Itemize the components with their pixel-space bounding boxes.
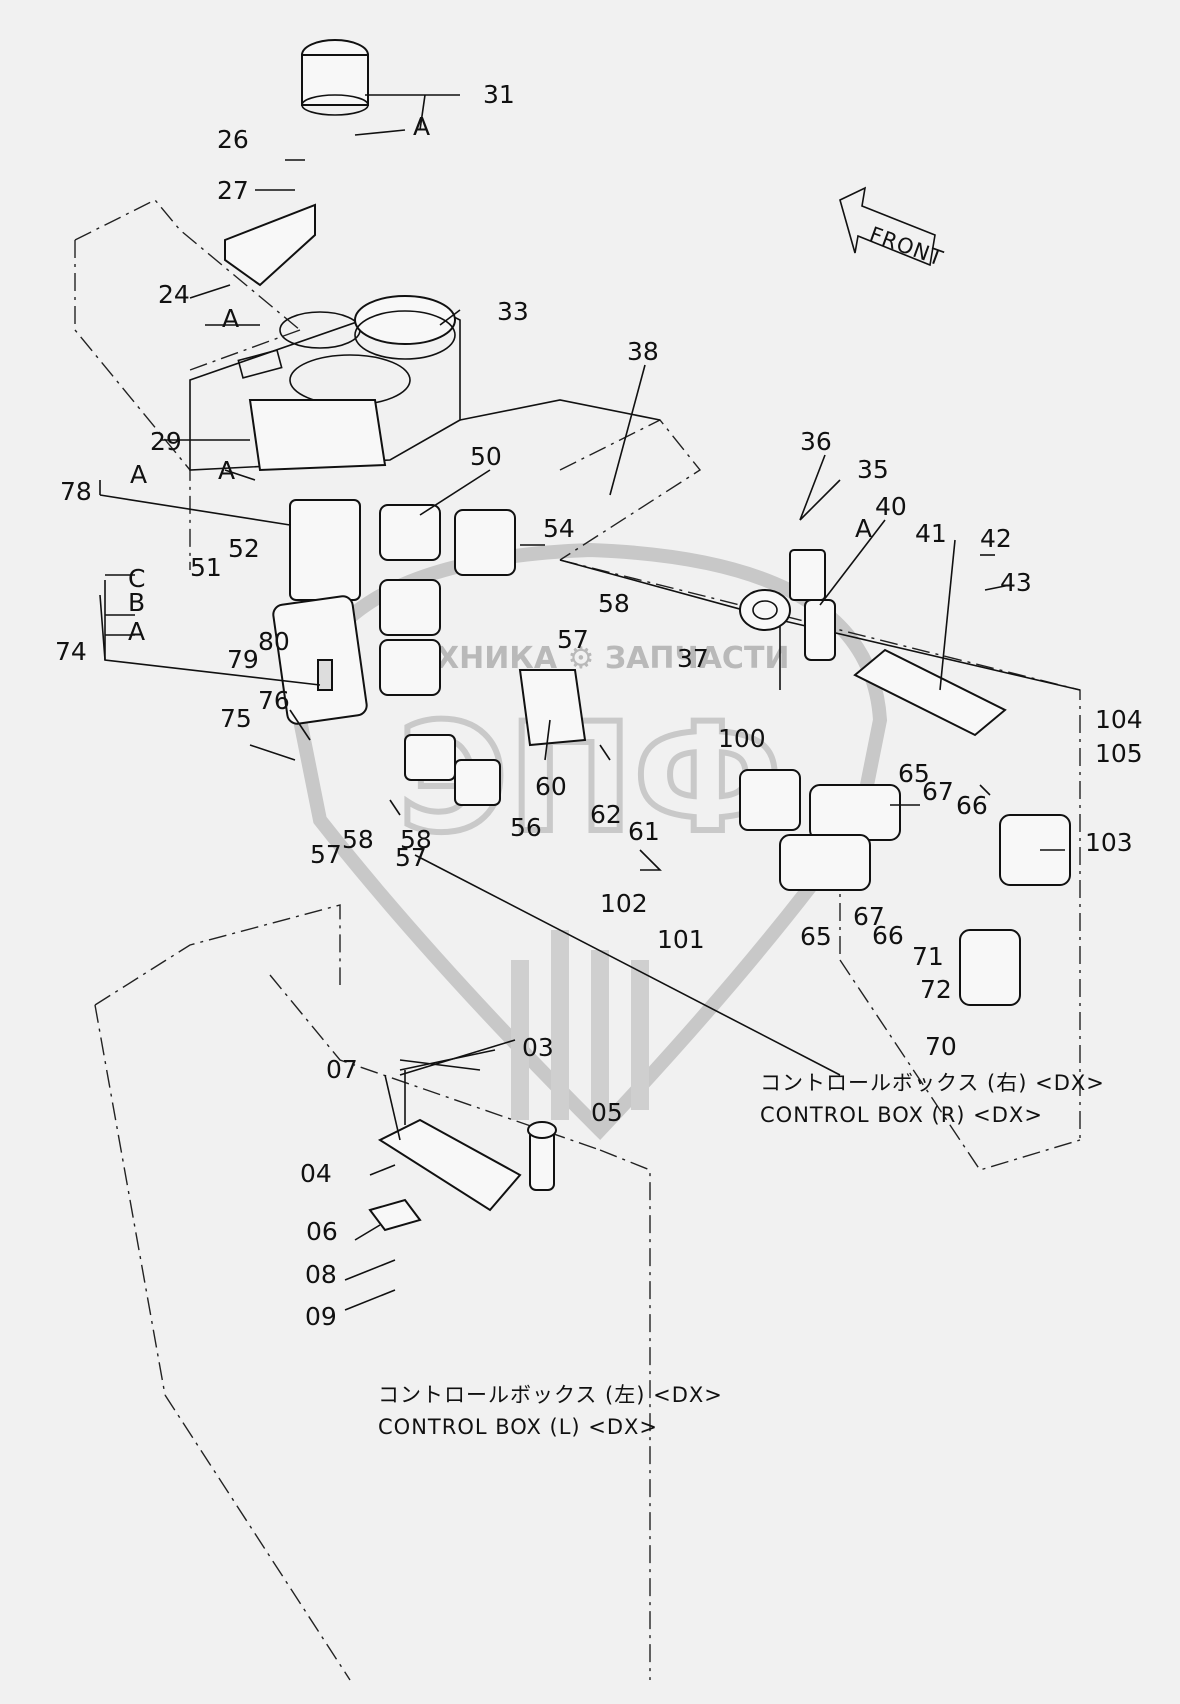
part-number-label: 61 [628,817,660,846]
part-number-label: 29 [150,427,182,456]
part-number-label: 56 [510,813,542,842]
part-number-label: 67 [853,902,885,931]
part-number-label: B [128,588,145,617]
part-60-bracket [518,669,587,747]
part-70-module [959,929,1021,1006]
part-number-label: 09 [305,1302,337,1331]
part-65-relays [779,784,901,891]
part-number-label: 50 [470,442,502,471]
part-number-label: 101 [657,925,705,954]
part-number-label: 33 [497,297,529,326]
leader-lines [99,94,1065,1311]
part-number-label: 42 [980,524,1012,553]
part-number-label: 26 [217,125,249,154]
part-number-label: 66 [956,791,988,820]
part-74-box [272,595,368,725]
part-number-label: 05 [591,1098,623,1127]
part-number-label: 100 [718,724,766,753]
part-33-cap [354,295,456,360]
part-number-label: A [855,514,872,543]
caption-left-jp: コントロールボックス (左) <DX> [378,1383,723,1407]
part-number-label: A [128,617,145,646]
part-number-label: 62 [590,800,622,829]
part-number-label: 58 [400,825,432,854]
part-number-label: A [130,460,147,489]
part-31-gauge [301,39,369,116]
part-number-label: A [222,304,239,333]
part-number-label: 57 [557,625,589,654]
part-number-label: 67 [922,777,954,806]
part-number-label: 54 [543,514,575,543]
part-number-label: 72 [920,975,952,1004]
part-56-relay [404,734,501,806]
part-40-key-switch [789,549,836,661]
part-number-label: 70 [925,1032,957,1061]
part-number-label: 51 [190,553,222,582]
part-number-label: 24 [158,280,190,309]
caption-right-jp: コントロールボックス (右) <DX> [760,1071,1105,1095]
part-number-label: 102 [600,889,648,918]
part-number-label: 103 [1085,828,1133,857]
part-number-label: 52 [228,534,260,563]
part-24-switch-panel [224,203,316,287]
part-05-pin [527,1121,557,1191]
part-number-label: 06 [306,1217,338,1246]
part-number-label: 36 [800,427,832,456]
part-number-label: 38 [627,337,659,366]
front-arrow: FRONT [839,186,947,271]
part-29-display-unit [248,399,387,472]
part-number-label: 04 [300,1159,332,1188]
caption-right-en: CONTROL BOX (R) <DX> [760,1103,1043,1127]
watermark-text: ТЕХНИКА ⚙ ЗАПЧАСТИ [395,641,790,676]
part-number-label: 60 [535,772,567,801]
part-37-grommet [739,589,791,631]
part-number-label: 79 [227,645,259,674]
part-103-module [999,814,1071,886]
part-number-label: 76 [258,686,290,715]
part-number-label: 08 [305,1260,337,1289]
part-number-label: 57 [395,843,427,872]
part-number-label: 65 [800,922,832,951]
part-number-label: 78 [60,477,92,506]
part-number-label: 71 [912,942,944,971]
part-number-label: 43 [1000,568,1032,597]
part-number-label: 58 [342,825,374,854]
part-number-label: 80 [258,627,290,656]
control-box-left-outline [94,904,651,1681]
part-06-nut-plate [368,1198,422,1232]
part-number-label: C [128,564,145,593]
part-number-label: 57 [310,840,342,869]
part-number-label: 105 [1095,739,1143,768]
part-number-label: 27 [217,176,249,205]
part-number-label: 66 [872,921,904,950]
part-number-label: 07 [326,1055,358,1084]
part-number-label: 40 [875,492,907,521]
part-number-label: 65 [898,759,930,788]
front-label: FRONT [866,222,946,271]
part-number-label: 31 [483,80,515,109]
part-number-label: 75 [220,704,252,733]
part-04-plate [377,1118,522,1212]
part-number-label: 03 [522,1033,554,1062]
part-78-module [289,499,361,601]
part-number-label: 35 [857,455,889,484]
part-number-label: 37 [677,644,709,673]
part-number-label: 58 [598,589,630,618]
part-100-relay [739,769,801,831]
part-number-label: 104 [1095,705,1143,734]
caption-left-en: CONTROL BOX (L) <DX> [378,1415,658,1439]
part-41-plate [853,648,1007,737]
part-number-label: 74 [55,637,87,666]
part-number-label: A [218,456,235,485]
part-50-relays [379,504,516,696]
part-number-label: A [413,112,430,141]
part-number-label: 41 [915,519,947,548]
